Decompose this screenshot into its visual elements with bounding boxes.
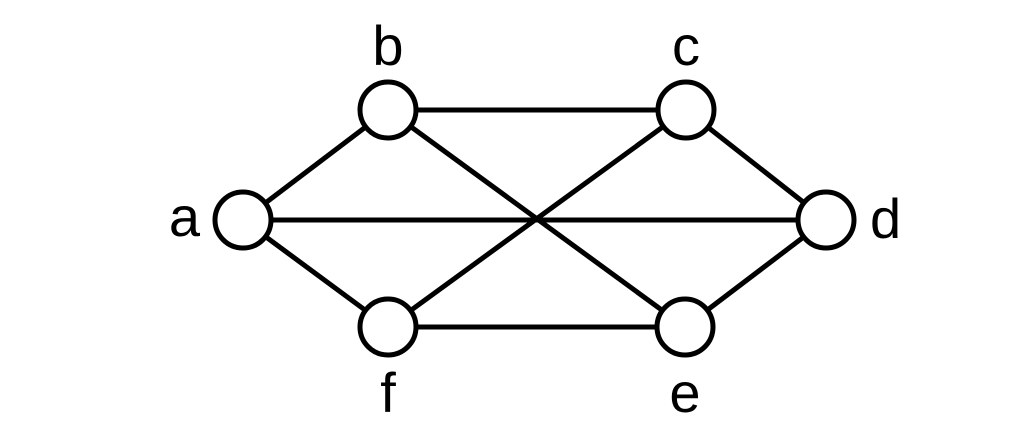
node-e [654,296,716,358]
node-label-f: f [380,361,396,424]
edge-c-f [386,107,688,330]
node-label-d: d [870,187,901,250]
node-d [795,189,857,251]
node-label-c: c [672,14,700,77]
node-label-b: b [372,14,403,77]
node-a [212,189,274,251]
node-label-a: a [169,185,201,248]
node-b [357,79,419,141]
node-label-e: e [669,361,700,424]
node-f [357,296,419,358]
node-c [655,79,717,141]
